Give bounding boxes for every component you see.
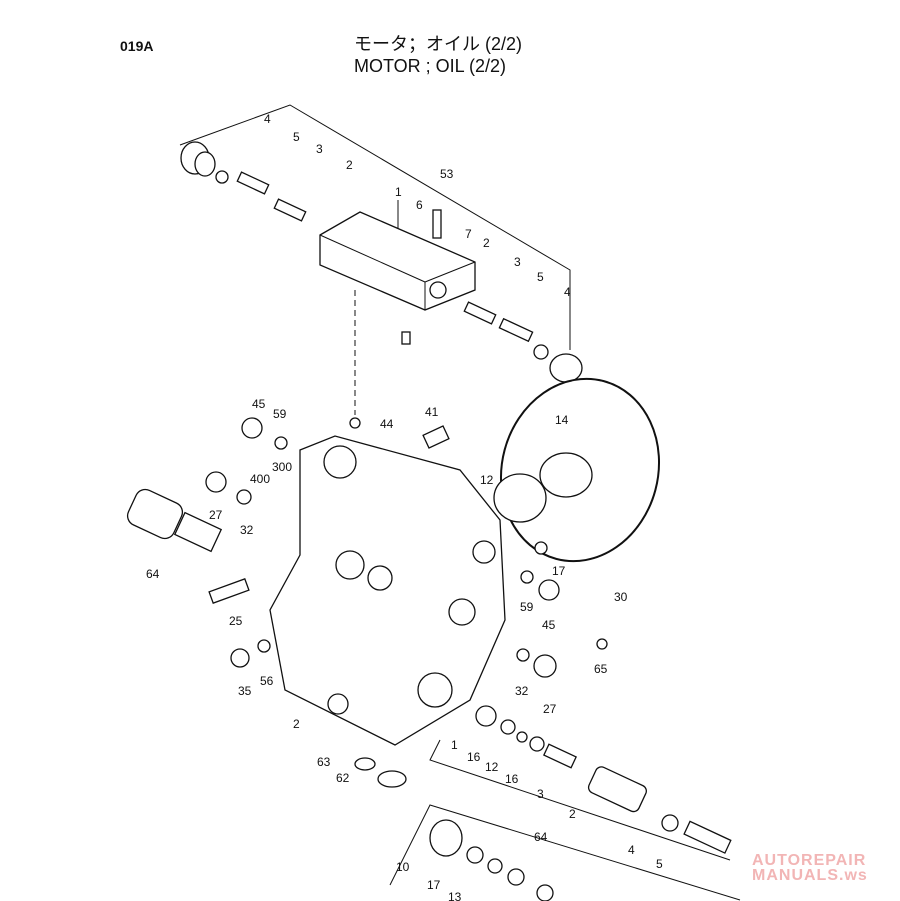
callout: 14: [555, 413, 569, 427]
callout: 400: [250, 472, 270, 486]
callout: 17: [427, 878, 441, 892]
title-english: MOTOR ; OIL (2/2): [354, 56, 507, 76]
callout: 64: [534, 830, 548, 844]
callout: 5: [537, 270, 544, 284]
callout: 56: [260, 674, 274, 688]
watermark-line1: AUTOREPAIR: [752, 852, 867, 869]
diagram-code: 019A: [120, 38, 154, 54]
callout: 17: [552, 564, 566, 578]
callout: 12: [485, 760, 499, 774]
callout: 12: [480, 473, 494, 487]
parts-drawing: [126, 104, 741, 901]
callout: 2: [346, 158, 353, 172]
callout: 30: [614, 590, 628, 604]
title-japanese: モータ；オイル (2/2): [354, 34, 523, 54]
callout: 2: [293, 717, 300, 731]
callout: 3: [514, 255, 521, 269]
callout: 64: [146, 567, 160, 581]
callout: 65: [594, 662, 608, 676]
callout: 44: [380, 417, 394, 431]
callout: 5: [656, 857, 663, 871]
callout: 62: [336, 771, 350, 785]
callout: 10: [396, 860, 410, 874]
callout: 3: [537, 787, 544, 801]
callout: 13: [448, 890, 462, 901]
callout: 27: [209, 508, 223, 522]
callout-labels: 4 5 3 2 1 6 53 7 2 3 5 4 45 59 44 41 14 …: [146, 112, 663, 901]
callout: 53: [440, 167, 454, 181]
callout: 32: [240, 523, 254, 537]
watermark-line2: MANUALS.ws: [752, 867, 868, 884]
callout: 300: [272, 460, 292, 474]
callout: 25: [229, 614, 243, 628]
callout: 41: [425, 405, 439, 419]
callout: 1: [451, 738, 458, 752]
callout: 4: [564, 285, 571, 299]
callout: 6: [416, 198, 423, 212]
callout: 35: [238, 684, 252, 698]
callout: 2: [483, 236, 490, 250]
callout: 3: [316, 142, 323, 156]
callout: 16: [505, 772, 519, 786]
callout: 45: [542, 618, 556, 632]
callout: 32: [515, 684, 529, 698]
watermark-logo: AUTOREPAIR MANUALS.ws: [752, 852, 868, 884]
callout: 59: [273, 407, 287, 421]
callout: 27: [543, 702, 557, 716]
callout: 4: [628, 843, 635, 857]
callout: 7: [465, 227, 472, 241]
callout: 2: [569, 807, 576, 821]
callout: 4: [264, 112, 271, 126]
callout: 63: [317, 755, 331, 769]
callout: 5: [293, 130, 300, 144]
callout: 59: [520, 600, 534, 614]
callout: 45: [252, 397, 266, 411]
callout: 16: [467, 750, 481, 764]
callout: 1: [395, 185, 402, 199]
